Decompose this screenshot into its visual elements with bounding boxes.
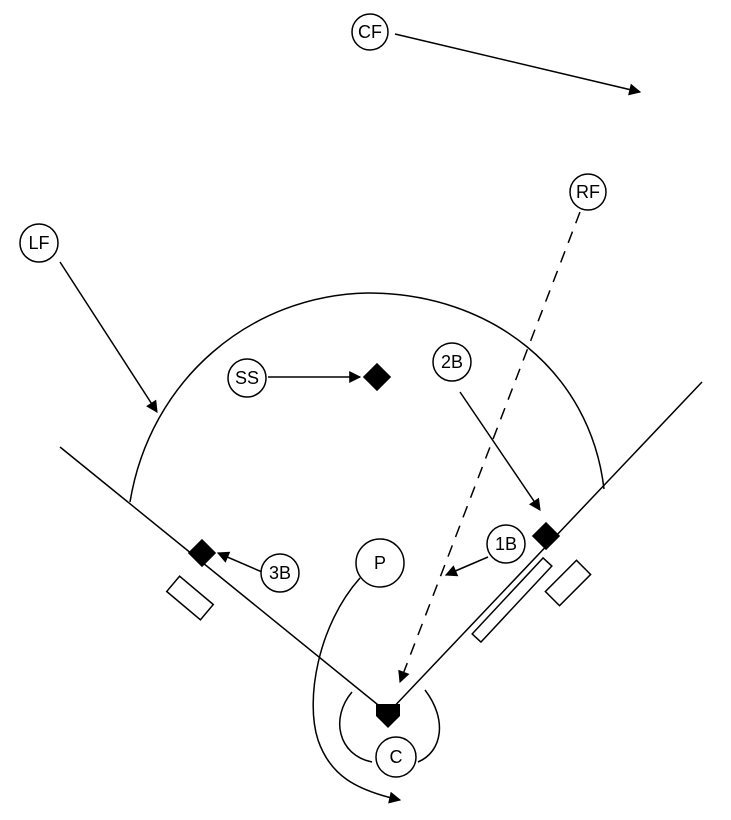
player-2b: 2B	[432, 342, 472, 382]
3b-arrow	[216, 551, 263, 573]
infield-arc	[129, 292, 605, 503]
first-base-coach-box	[544, 559, 592, 607]
second-base	[362, 362, 392, 392]
player-lf-label: LF	[28, 233, 49, 253]
player-p: P	[355, 538, 405, 588]
player-lf: LF	[19, 223, 59, 263]
1b-arrow	[444, 556, 489, 577]
player-rf: RF	[569, 173, 607, 211]
player-2b-label: 2B	[441, 352, 463, 372]
player-1b: 1B	[486, 524, 526, 564]
third-base-foul-line	[59, 446, 389, 714]
cf-arrow	[394, 33, 642, 96]
rf-dashed-path	[398, 211, 581, 684]
player-ss-label: SS	[235, 368, 259, 388]
player-c-label: C	[390, 747, 403, 767]
third-base	[187, 538, 217, 568]
home-plate	[376, 704, 400, 728]
player-3b-label: 3B	[269, 563, 291, 583]
lf-arrow	[59, 261, 158, 414]
player-ss: SS	[227, 358, 267, 398]
pitcher-arrow	[312, 577, 402, 804]
first-base	[531, 521, 561, 551]
first-base-running-lane	[471, 556, 553, 644]
player-c: C	[375, 736, 417, 778]
player-1b-label: 1B	[495, 534, 517, 554]
player-p-label: P	[374, 553, 386, 573]
player-cf: CF	[351, 13, 389, 51]
home-plate-circle	[338, 689, 441, 763]
third-base-coach-box	[165, 575, 215, 621]
player-cf-label: CF	[358, 22, 382, 42]
player-rf-label: RF	[576, 182, 600, 202]
2b-arrow	[459, 391, 541, 511]
player-3b: 3B	[260, 553, 300, 593]
